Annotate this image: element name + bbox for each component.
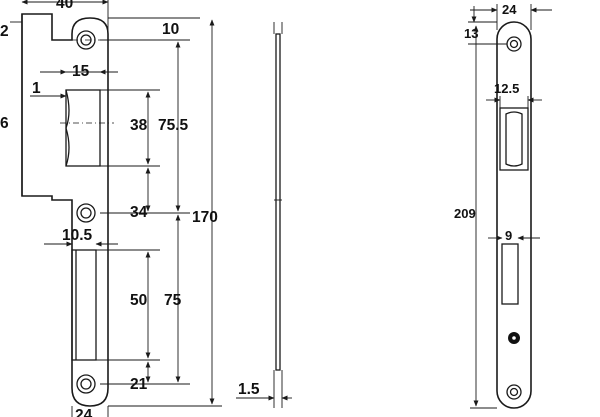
front-window-lip	[65, 89, 70, 167]
right-bolt-opening	[501, 243, 519, 305]
dim-hole-offset: 10	[162, 21, 179, 38]
dim-hole-gap: 34	[130, 204, 148, 221]
side-view: 1.5	[236, 22, 292, 408]
right-top-hole-inner	[509, 39, 519, 49]
right-view	[496, 21, 532, 409]
dim-width-top: 40	[56, 0, 73, 12]
dim-slot-to-hole: 75	[164, 292, 182, 309]
dim-right-total-height: 209	[454, 206, 476, 221]
front-middle-hole-inner	[80, 207, 92, 219]
front-middle-hole-outer	[76, 203, 96, 223]
right-bottom-hole-inner	[509, 387, 519, 397]
dim-width-bottom: 24	[75, 407, 93, 417]
right-plate	[496, 21, 532, 409]
dim-tab-inset: 15	[72, 63, 90, 80]
dim-right-latch-width: 12.5	[494, 81, 519, 96]
front-bottom-hole-outer	[76, 374, 96, 394]
dim-window-height: 38	[130, 117, 148, 134]
right-bottom-hole-outer	[506, 384, 522, 400]
dim-right-bolt-width: 9	[505, 228, 512, 243]
right-latch-opening	[499, 107, 529, 171]
right-cylinder-hole-dot	[512, 336, 516, 340]
dim-slot-width: 10.5	[62, 227, 93, 244]
front-slot	[71, 249, 97, 361]
dim-tab-lip: 1	[32, 80, 41, 97]
front-bottom-hole-inner	[80, 378, 92, 390]
right-latch-bolt	[505, 111, 523, 167]
front-plate-body	[21, 13, 109, 407]
dim-right-width: 24	[502, 2, 517, 17]
right-dimensions: 24 13 12.5 209 9	[454, 2, 552, 409]
dim-total-height: 170	[192, 209, 218, 226]
dim-left-offset: 2	[0, 23, 9, 40]
dim-thickness: 1.5	[238, 381, 260, 398]
front-view	[21, 13, 114, 407]
front-dimensions: 40 2 10 15 1 6 38 75.5 34 170	[0, 0, 222, 417]
dim-slot-height: 50	[130, 292, 147, 309]
dim-left-height: 6	[0, 115, 9, 132]
dim-bottom-hole: 21	[130, 376, 148, 393]
side-plate	[275, 33, 281, 371]
dim-window-to-hole: 75.5	[158, 117, 189, 134]
